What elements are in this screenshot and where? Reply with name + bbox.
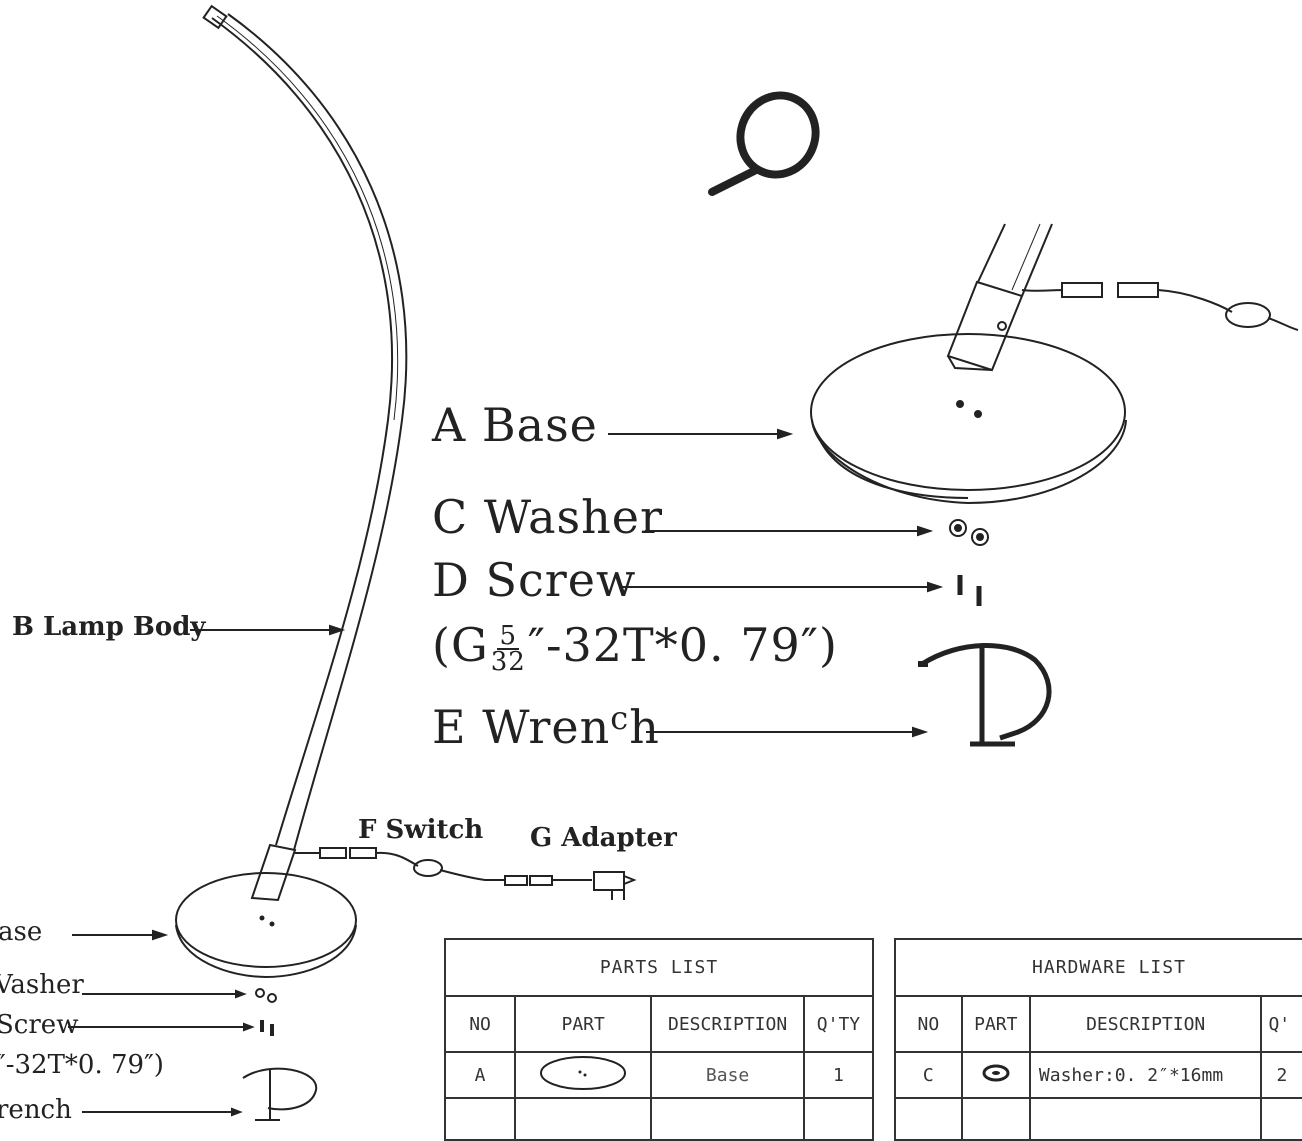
- hardware-row-part-image: [960, 1051, 1031, 1099]
- base-part-icon: [540, 1055, 627, 1090]
- label-d-screw: D Screw: [432, 553, 637, 607]
- parts-list-title: PARTS LIST: [444, 938, 874, 997]
- label-a-base: A Base: [432, 398, 598, 452]
- large-lamp-base: [810, 223, 1299, 505]
- magnifier-icon: [708, 91, 820, 196]
- label-cut-spec: ″-32T*0. 79″): [0, 1050, 164, 1080]
- hardware-row-qty: 2: [1260, 1051, 1302, 1099]
- hardware-col-no: NO: [894, 995, 963, 1053]
- wrench-text-pre: E Wren: [432, 700, 611, 754]
- table-row: C Washer:0. 2″*16mm 2: [894, 1051, 1302, 1099]
- lamp-body-arc: [211, 17, 393, 846]
- spec-close: ″-32T*0. 79″): [527, 618, 838, 672]
- hardware-row-no: C: [894, 1051, 963, 1099]
- label-g-adapter: G Adapter: [530, 823, 677, 853]
- label-b-lamp-body: B Lamp Body: [12, 612, 206, 642]
- spec-open: (G: [432, 618, 489, 672]
- hardware-col-part: PART: [960, 995, 1031, 1053]
- wrench-text-sup: c: [610, 699, 630, 737]
- parts-list-table: PARTS LIST NO PART DESCRIPTION Q'TY A Ba…: [443, 938, 875, 1141]
- parts-col-qty: Q'TY: [802, 995, 875, 1053]
- hardware-row-description: Washer:0. 2″*16mm: [1028, 1051, 1263, 1099]
- switch-icon: [295, 847, 486, 881]
- parts-col-part: PART: [514, 995, 653, 1053]
- label-cut-base: ase: [0, 917, 43, 947]
- spec-numerator: 5: [497, 621, 520, 651]
- spec-denominator: 32: [490, 647, 526, 677]
- hardware-list-table: HARDWARE LIST NO PART DESCRIPTION Q' C W…: [894, 938, 1302, 1141]
- label-f-switch: F Switch: [358, 815, 484, 845]
- table-row: [894, 1097, 1302, 1141]
- parts-col-description: DESCRIPTION: [650, 995, 805, 1053]
- hardware-list-title: HARDWARE LIST: [894, 938, 1302, 997]
- label-c-washer: C Washer: [432, 490, 663, 544]
- label-cut-washer: Vasher: [0, 970, 84, 1000]
- wrench-icon: [918, 643, 1052, 747]
- hardware-col-description: DESCRIPTION: [1028, 995, 1263, 1053]
- parts-row-qty: 1: [802, 1051, 875, 1099]
- adapter-icon: [485, 871, 637, 900]
- washer-part-icon: [982, 1064, 1010, 1081]
- parts-col-no: NO: [443, 995, 517, 1053]
- washer-icon: [949, 519, 989, 546]
- label-cut-screw: Screw: [0, 1010, 79, 1040]
- hardware-col-qty: Q': [1260, 995, 1302, 1053]
- table-row: [443, 1097, 875, 1141]
- table-row: A Base 1: [443, 1051, 875, 1099]
- wrench-text-post: h: [629, 700, 660, 754]
- label-e-wrench: E Wrench: [432, 699, 660, 754]
- parts-row-part-image: [514, 1051, 653, 1099]
- parts-row-no: A: [443, 1051, 517, 1099]
- small-lamp-base: [175, 843, 357, 979]
- label-cut-wrench: rench: [0, 1095, 72, 1125]
- screw-icon: [957, 575, 982, 606]
- parts-row-description: Base: [650, 1051, 805, 1099]
